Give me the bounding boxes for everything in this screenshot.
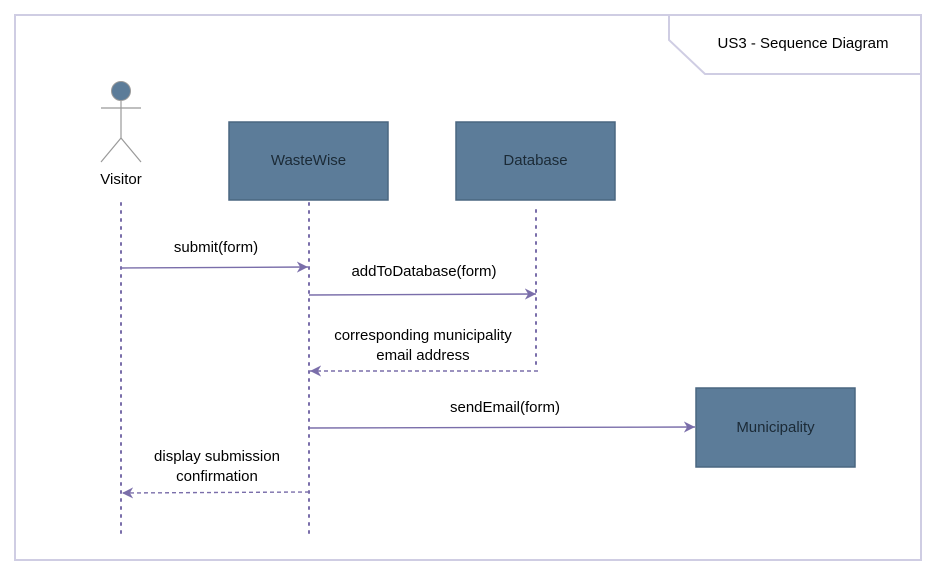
message-arrow [121,487,310,499]
message-arrow [308,421,696,433]
actor-left-leg [100,137,122,163]
message-arrow [120,261,309,273]
message-arrow [308,288,537,300]
actor-right-leg [120,137,142,163]
diagram-title-tab [668,14,922,75]
participant-database: Database [455,121,616,201]
message-label-line-1: display submission [154,448,280,465]
diagram-title: US3 - Sequence Diagram [718,35,889,52]
actor-head [111,81,131,101]
participant-box [695,387,856,468]
message-send-email: sendEmail(form) [308,399,696,433]
message-label-line-2: email address [376,347,469,364]
message-label: sendEmail(form) [450,399,560,416]
message-label-line-2: confirmation [176,468,258,485]
participant-box [455,121,616,201]
message-submit-form: submit(form) [120,239,309,273]
participant-label: Database [503,152,567,169]
participant-box [228,121,389,201]
message-display-confirmation-return: display submission confirmation [121,448,310,499]
message-label: submit(form) [174,239,258,256]
actor-label: Visitor [100,171,141,188]
message-label: addToDatabase(form) [351,263,496,280]
message-add-to-database: addToDatabase(form) [308,263,537,300]
message-municipality-email-return: corresponding municipality email address [310,327,538,377]
diagram-frame [14,14,922,561]
participant-label: WasteWise [271,152,346,169]
message-label-line-1: corresponding municipality [334,327,512,344]
actor-visitor: Visitor [100,81,142,188]
participant-municipality: Municipality [695,387,856,468]
participant-wastewise: WasteWise [228,121,389,201]
participant-label: Municipality [736,419,815,436]
